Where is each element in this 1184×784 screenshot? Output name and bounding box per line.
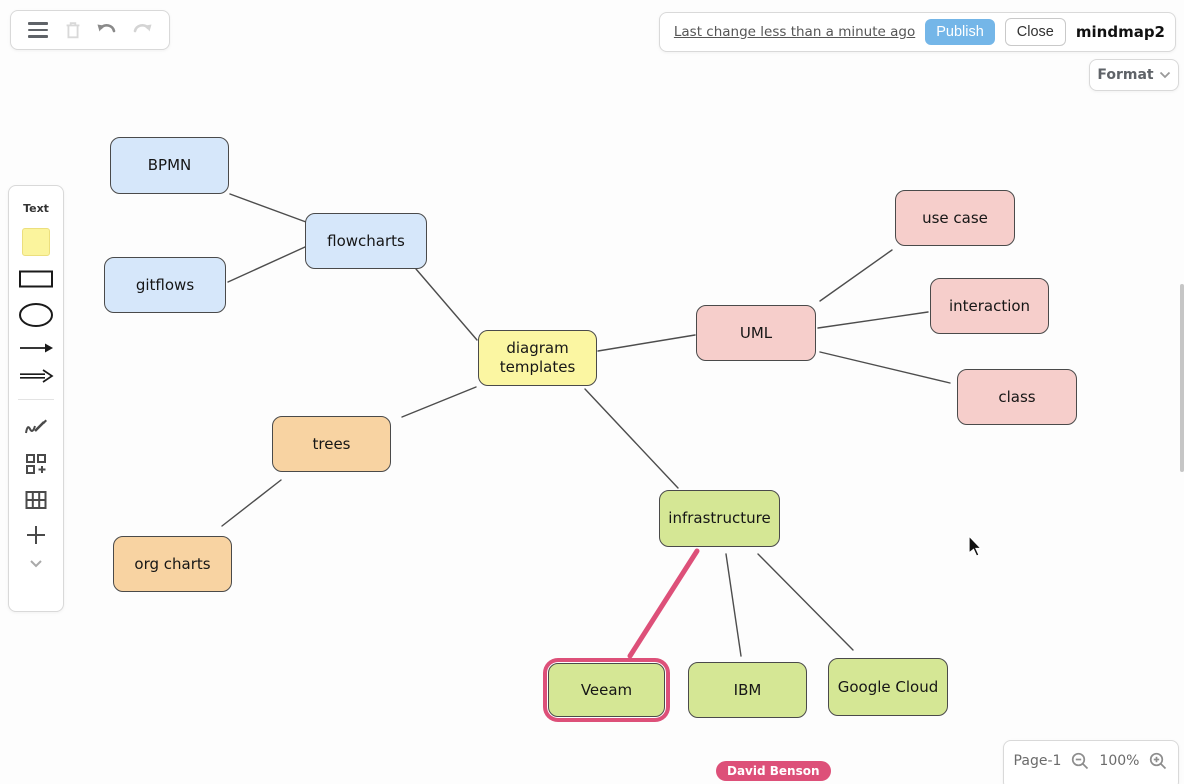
chevron-down-icon: [1159, 71, 1170, 79]
node-trees[interactable]: trees: [272, 416, 391, 472]
zoom-level[interactable]: 100%: [1099, 753, 1140, 769]
menu-icon-bars: [28, 22, 49, 38]
edge-uml-interaction[interactable]: [817, 311, 929, 329]
node-class[interactable]: class: [957, 369, 1077, 425]
more-shapes-tool[interactable]: [29, 559, 43, 568]
bold-arrow-tool[interactable]: [17, 368, 55, 384]
chevron-down-icon: [30, 560, 42, 568]
publish-button[interactable]: Publish: [925, 19, 995, 45]
node-diagram-templates[interactable]: diagram templates: [478, 330, 597, 386]
node-gitflows[interactable]: gitflows: [104, 257, 226, 313]
shapes-icon: [26, 454, 46, 474]
zoom-out-icon[interactable]: [1070, 751, 1090, 771]
rectangle-icon: [19, 270, 53, 288]
redo-icon-glyph: [133, 24, 152, 33]
shapes-tool[interactable]: [24, 452, 48, 476]
format-dropdown[interactable]: Format: [1089, 59, 1179, 91]
freehand-tool[interactable]: [23, 415, 49, 439]
page-statusbar: Page-1 100%: [1003, 740, 1179, 784]
edge-bpmn-flowcharts[interactable]: [229, 193, 307, 223]
edge-infrastructure-ibm[interactable]: [725, 553, 742, 657]
arrow-icon: [20, 343, 53, 353]
rectangle-tool[interactable]: [18, 269, 54, 289]
document-toolbar: Last change less than a minute ago Publi…: [658, 12, 1176, 52]
node-uml[interactable]: UML: [696, 305, 816, 361]
edge-flowcharts-diagram-templates[interactable]: [415, 268, 478, 341]
table-icon: [25, 491, 47, 509]
text-tool[interactable]: Text: [23, 202, 49, 215]
shape-sidebar: Text: [8, 185, 64, 612]
node-ibm[interactable]: IBM: [688, 662, 807, 718]
redo-icon[interactable]: [127, 15, 157, 45]
node-org-charts[interactable]: org charts: [113, 536, 232, 592]
freehand-icon: [25, 419, 47, 434]
edge-diagram-templates-uml[interactable]: [597, 334, 696, 352]
ellipse-tool[interactable]: [17, 302, 55, 328]
undo-icon-glyph: [97, 24, 116, 33]
edge-diagram-templates-infrastructure[interactable]: [584, 388, 679, 489]
menu-icon[interactable]: [23, 15, 53, 45]
page-selector[interactable]: Page-1: [1013, 753, 1062, 769]
node-veeam[interactable]: Veeam: [548, 663, 665, 717]
node-infrastructure[interactable]: infrastructure: [659, 490, 780, 547]
note-icon: [22, 228, 50, 256]
ellipse-icon: [19, 303, 53, 327]
document-title: mindmap2: [1075, 23, 1165, 41]
trash-icon-glyph: [66, 22, 80, 39]
edge-diagram-templates-trees[interactable]: [401, 386, 477, 418]
edge-gitflows-flowcharts[interactable]: [227, 246, 306, 283]
node-flowcharts[interactable]: flowcharts: [305, 213, 427, 269]
add-shape-tool[interactable]: [25, 524, 47, 546]
main-toolbar: [10, 10, 170, 50]
arrow-tool[interactable]: [17, 341, 55, 355]
bold-arrow-icon: [20, 369, 54, 383]
plus-icon: [27, 526, 45, 544]
zoom-in-icon[interactable]: [1148, 751, 1168, 771]
edge-uml-use-case[interactable]: [819, 249, 893, 302]
edge-trees-org-charts[interactable]: [221, 479, 282, 527]
edge-uml-class[interactable]: [819, 351, 951, 384]
last-change-link[interactable]: Last change less than a minute ago: [673, 24, 916, 40]
node-interaction[interactable]: interaction: [930, 278, 1049, 334]
undo-icon[interactable]: [92, 15, 122, 45]
trash-icon[interactable]: [58, 15, 88, 45]
note-tool[interactable]: [22, 228, 50, 256]
close-button[interactable]: Close: [1004, 18, 1066, 46]
format-label: Format: [1097, 67, 1154, 83]
edge-infrastructure-google-cloud[interactable]: [757, 553, 854, 651]
node-bpmn[interactable]: BPMN: [110, 137, 229, 194]
node-google-cloud[interactable]: Google Cloud: [828, 658, 948, 716]
edge-infrastructure-veeam[interactable]: [627, 548, 700, 659]
node-use-case[interactable]: use case: [895, 190, 1015, 246]
mouse-cursor: [966, 534, 984, 563]
sidebar-divider: [18, 399, 54, 400]
collaborator-badge: David Benson: [716, 761, 831, 781]
table-tool[interactable]: [24, 489, 48, 511]
vertical-scrollbar[interactable]: [1180, 284, 1184, 472]
